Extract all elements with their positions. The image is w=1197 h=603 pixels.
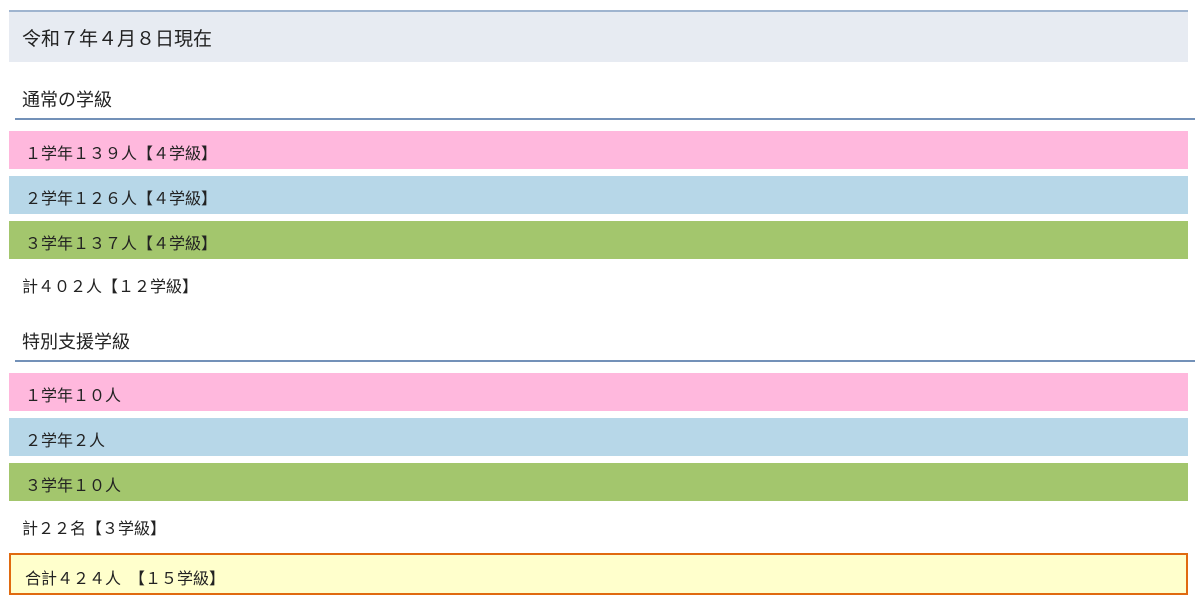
as-of-date-header: 令和７年４月８日現在: [9, 10, 1188, 62]
special-total: 計２２名【３学級】: [22, 519, 167, 538]
special-class-heading: 特別支援学級: [15, 328, 1195, 362]
special-grade-2-row: ２学年２人: [9, 418, 1188, 456]
grand-total-box: 合計４２４人 【１５学級】: [9, 553, 1188, 595]
regular-grade-2-row: ２学年１２６人【４学級】: [9, 176, 1188, 214]
regular-grade-1-row: １学年１３９人【４学級】: [9, 131, 1188, 169]
special-grade-3-row: ３学年１０人: [9, 463, 1188, 501]
special-grade-1-row: １学年１０人: [9, 373, 1188, 411]
regular-class-heading: 通常の学級: [15, 86, 1195, 120]
regular-total: 計４０２人【１２学級】: [22, 277, 199, 296]
regular-grade-3-row: ３学年１３７人【４学級】: [9, 221, 1188, 259]
